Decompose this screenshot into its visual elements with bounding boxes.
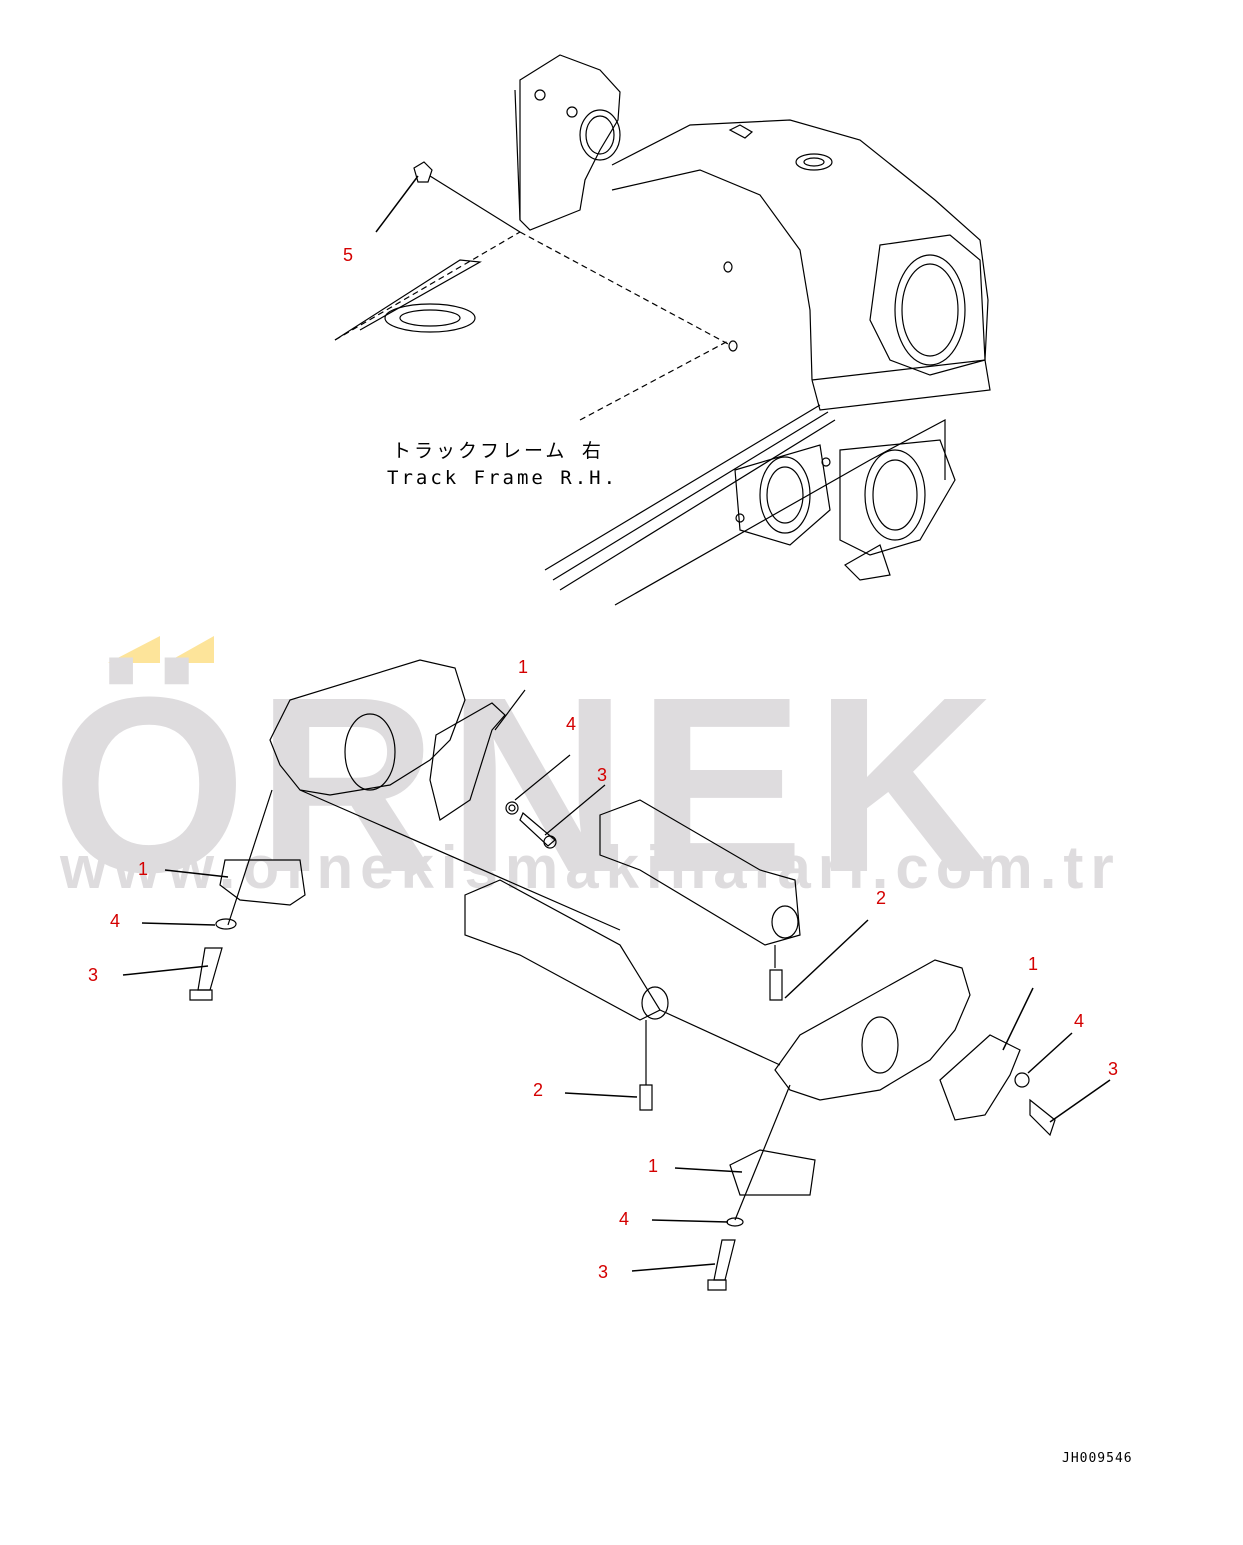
callout-4[interactable]: 4: [619, 1209, 630, 1229]
callout-4[interactable]: 4: [110, 911, 121, 931]
drawing-id: JH009546: [1062, 1451, 1133, 1466]
callout-4[interactable]: 4: [1074, 1011, 1085, 1031]
plug-part-5: [375, 161, 521, 233]
left-bracket-assembly: [122, 659, 621, 1001]
callout-3[interactable]: 3: [597, 765, 608, 785]
pin-shaft-assemblies: [464, 799, 869, 1111]
frame-label-japanese: トラックフレーム 右: [392, 440, 604, 462]
callout-2[interactable]: 2: [876, 888, 887, 908]
callout-1[interactable]: 1: [648, 1156, 659, 1176]
callout-1[interactable]: 1: [1028, 954, 1039, 974]
right-bracket-assembly: [631, 959, 1111, 1291]
callout-1[interactable]: 1: [518, 657, 529, 677]
callout-3[interactable]: 3: [88, 965, 99, 985]
callout-5[interactable]: 5: [343, 245, 354, 265]
callout-1[interactable]: 1: [138, 859, 149, 879]
watermark-url: www.ornekismakinalari.com.tr: [60, 834, 1121, 901]
frame-label-english: Track Frame R.H.: [387, 467, 619, 489]
track-frame-drawing: [334, 54, 991, 606]
callout-4[interactable]: 4: [566, 714, 577, 734]
callout-3[interactable]: 3: [598, 1262, 609, 1282]
watermark-logo: ÖRNEK: [52, 645, 1005, 924]
callout-3[interactable]: 3: [1108, 1059, 1119, 1079]
callout-2[interactable]: 2: [533, 1080, 544, 1100]
